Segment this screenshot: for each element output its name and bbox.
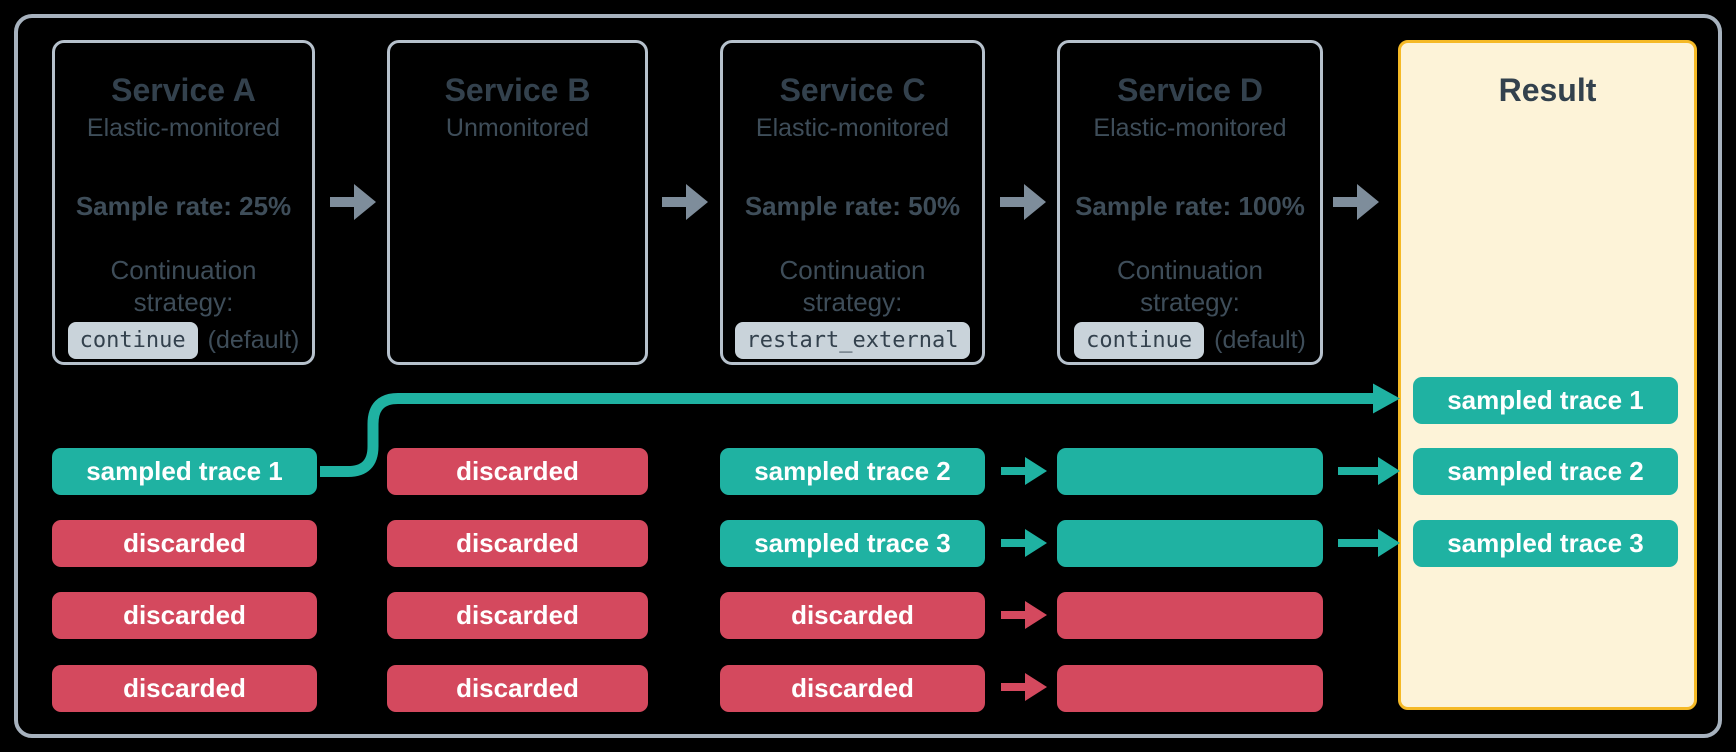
- trace-pill: discarded: [720, 592, 985, 639]
- trace-pill: discarded: [52, 520, 317, 567]
- result-box: Result: [1398, 40, 1697, 710]
- service-box-d: Service D Elastic-monitored Sample rate:…: [1057, 40, 1323, 365]
- service-title: Service C: [779, 72, 926, 108]
- flow-arrow-icon: [1333, 184, 1379, 220]
- trace-arrow-icon: [1001, 529, 1047, 557]
- strategy-row: restart_external: [734, 322, 971, 359]
- continuation-strategy-label: Continuation strategy:: [1117, 255, 1263, 317]
- outer-frame: [14, 14, 1722, 738]
- service-box-c: Service C Elastic-monitored Sample rate:…: [720, 40, 985, 365]
- service-title: Service A: [111, 72, 256, 108]
- flow-arrow-icon: [330, 184, 376, 220]
- trace-arrow-icon: [1338, 529, 1400, 557]
- trace-pill: [1057, 592, 1323, 639]
- result-title: Result: [1498, 72, 1597, 108]
- service-box-b: Service B Unmonitored: [387, 40, 648, 365]
- trace-pill: discarded: [387, 520, 648, 567]
- flow-arrow-icon: [662, 184, 708, 220]
- trace-pill: discarded: [387, 592, 648, 639]
- trace-pill: discarded: [720, 665, 985, 712]
- strategy-code-tag: continue: [1074, 322, 1205, 359]
- trace-arrow-icon: [1001, 601, 1047, 629]
- strategy-row: continue (default): [67, 322, 300, 359]
- trace-arrow-icon: [1001, 673, 1047, 701]
- trace-pill: discarded: [52, 665, 317, 712]
- continuation-strategy-label: Continuation strategy:: [779, 255, 926, 317]
- strategy-code-tag: restart_external: [734, 322, 971, 359]
- continuation-strategy-label: Continuation strategy:: [110, 255, 257, 317]
- service-subtitle: Elastic-monitored: [1093, 114, 1287, 142]
- trace-arrow-icon: [1338, 457, 1400, 485]
- trace-pill: [1057, 520, 1323, 567]
- service-title: Service B: [444, 72, 591, 108]
- trace-pill: discarded: [387, 665, 648, 712]
- trace-pill: discarded: [52, 592, 317, 639]
- trace-arrow-icon: [1001, 457, 1047, 485]
- sample-rate-label: Sample rate: 25%: [75, 191, 292, 221]
- flow-arrow-icon: [1000, 184, 1046, 220]
- trace-pill: discarded: [387, 448, 648, 495]
- service-subtitle: Elastic-monitored: [755, 114, 950, 142]
- strategy-row: continue (default): [1074, 322, 1306, 359]
- trace-pill: [1057, 665, 1323, 712]
- result-trace-pill: sampled trace 1: [1413, 377, 1678, 424]
- result-trace-pill: sampled trace 2: [1413, 448, 1678, 495]
- trace-pill: [1057, 448, 1323, 495]
- service-subtitle: Unmonitored: [445, 114, 590, 142]
- strategy-default-label: (default): [207, 326, 300, 354]
- service-subtitle: Elastic-monitored: [86, 114, 281, 142]
- sample-rate-label: Sample rate: 100%: [1075, 191, 1305, 221]
- strategy-code-tag: continue: [67, 322, 198, 359]
- service-box-a: Service A Elastic-monitored Sample rate:…: [52, 40, 315, 365]
- sampled-trace-connector-arrow: [320, 383, 1400, 477]
- result-trace-pill: sampled trace 3: [1413, 520, 1678, 567]
- strategy-default-label: (default): [1214, 326, 1306, 354]
- trace-pill: sampled trace 1: [52, 448, 317, 495]
- sample-rate-label: Sample rate: 50%: [744, 191, 961, 221]
- trace-pill: sampled trace 3: [720, 520, 985, 567]
- trace-pill: sampled trace 2: [720, 448, 985, 495]
- service-title: Service D: [1117, 72, 1263, 108]
